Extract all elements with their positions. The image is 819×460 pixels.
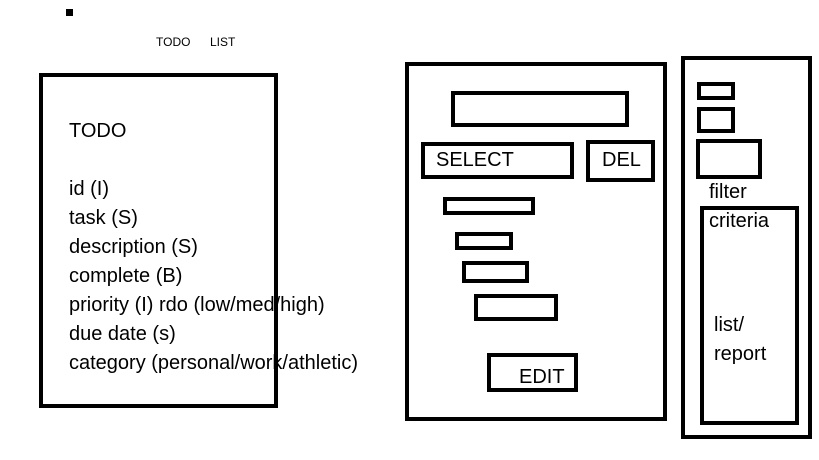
list-report-label-line1: list/ (714, 314, 744, 336)
edit-button[interactable] (487, 353, 578, 392)
marker-dot-icon (66, 9, 73, 16)
filter-control-1[interactable] (697, 82, 735, 100)
form-field-3[interactable] (462, 261, 529, 283)
form-field-1[interactable] (443, 197, 535, 215)
page-title-word-todo: TODO (156, 35, 191, 49)
field-task: task (S) (69, 207, 138, 229)
todo-model-content: TODO id (I) task (S) description (S) com… (69, 117, 358, 378)
edit-button-label: EDIT (519, 366, 565, 388)
delete-button-label: DEL (602, 149, 641, 171)
field-due-date: due date (s) (69, 323, 176, 345)
todo-model-spacer (69, 146, 358, 175)
filter-control-3[interactable] (696, 139, 762, 179)
form-field-2[interactable] (455, 232, 513, 250)
filter-control-2[interactable] (697, 107, 735, 133)
field-description: description (S) (69, 236, 198, 258)
select-dropdown-label: SELECT (436, 149, 514, 171)
field-priority: priority (I) rdo (low/med/high) (69, 294, 325, 316)
list-report-label-line2: report (714, 343, 767, 365)
todo-model-title: TODO (69, 120, 127, 142)
field-category: category (personal/work/athletic) (69, 352, 359, 374)
criteria-list-report-box (700, 206, 799, 425)
page-title-word-list: LIST (210, 35, 236, 49)
todo-model-panel (39, 73, 278, 408)
field-complete: complete (B) (69, 265, 183, 287)
form-field-4[interactable] (474, 294, 558, 321)
criteria-label: criteria (709, 210, 770, 232)
delete-button[interactable] (586, 140, 655, 182)
filter-label: filter (709, 181, 747, 203)
top-input-field[interactable] (451, 91, 629, 127)
todo-form-panel (405, 62, 667, 421)
select-dropdown[interactable] (421, 142, 574, 179)
filter-sidebar-panel (681, 56, 812, 439)
field-id: id (I) (69, 178, 109, 200)
